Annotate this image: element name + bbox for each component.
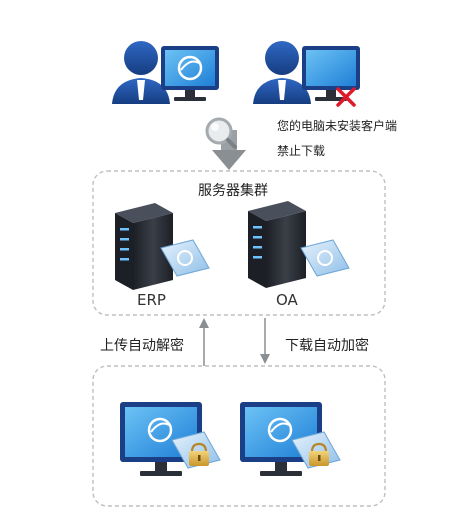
server-icon [115,203,173,290]
download-flow-arrow [260,318,270,364]
server-cluster-title: 服务器集群 [198,183,268,199]
blocked-notice-line2: 禁止下载 [277,144,326,158]
server-icon [248,201,306,288]
lock-icon [189,442,209,466]
monitor-icon [302,46,360,101]
upload-label: 上传自动解密 [100,338,184,354]
user-icon [253,41,311,104]
blocked-notice-line1: 您的电脑未安装客户端 [277,119,398,133]
download-label: 下载自动加密 [285,338,369,354]
lock-icon [309,442,329,466]
encrypted-document-icon [160,239,210,277]
monitor-icon [161,46,219,101]
encrypted-document-icon [300,239,350,277]
server-label-erp: ERP [137,291,166,309]
server-label-oa: OA [276,291,298,309]
upload-arrow [199,318,209,366]
user-icon [112,41,170,104]
magnifier-icon [205,117,237,149]
server-cluster-boundary [92,170,386,316]
blocked-x-icon [336,87,356,107]
